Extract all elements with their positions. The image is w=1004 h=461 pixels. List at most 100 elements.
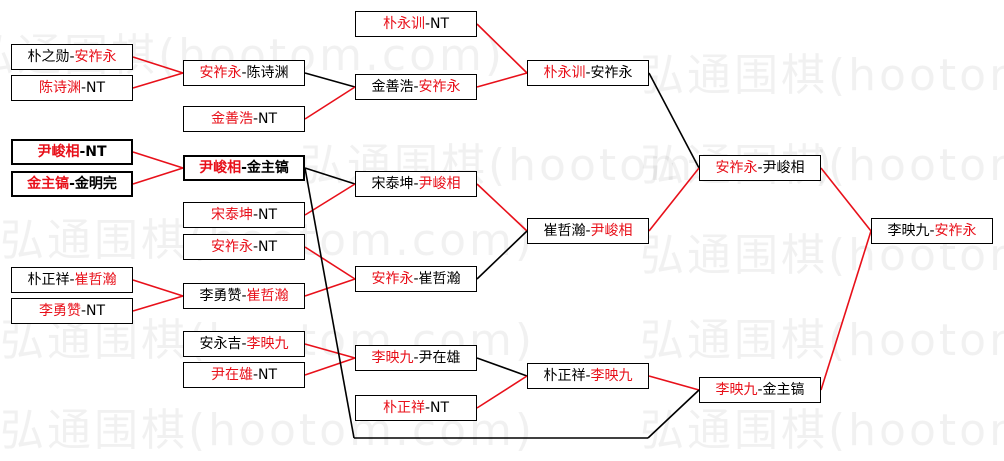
separator-dash: - [424,16,431,32]
match-box-r1a: 朴之勋-安祚永 [11,44,133,70]
player-name: 尹峻相 [37,144,80,160]
separator-dash: - [252,111,259,127]
player-name: 陈诗渊 [38,80,81,96]
player-name: 尹峻相 [418,176,461,192]
player-name: 金主镐 [27,176,70,192]
connector-r2h-r3e [304,357,356,376]
player-name: 朴正祥 [27,272,70,288]
player-name: 李映九 [590,368,633,384]
connector-rise-line [647,389,700,439]
player-name: 李映九 [887,223,930,239]
player-name: 李勇赞 [199,288,242,304]
player-name: NT [430,400,450,416]
player-name: 安永吉 [199,336,242,352]
separator-dash: - [241,65,247,81]
player-name: 安祚永 [199,65,242,81]
player-name: NT [86,303,106,319]
player-name: 崔哲瀚 [74,272,117,288]
player-name: 安祚永 [715,160,758,176]
player-name: 尹峻相 [590,223,633,239]
player-name: 安祚永 [934,223,977,239]
separator-dash: - [413,176,419,192]
connector-r2a-r3b [304,72,356,88]
separator-dash: - [80,303,87,319]
match-box-r5b: 李映九-金主镐 [699,377,821,403]
player-name: 安祚永 [210,239,253,255]
player-name: 安祚永 [590,65,633,81]
player-name: 金善浩 [371,79,414,95]
separator-dash: - [757,160,763,176]
connector-r2e-r3d [304,246,356,280]
separator-dash: - [69,272,75,288]
separator-dash: - [757,382,763,398]
connector-r1a-r2a [132,56,184,74]
match-box-r2d: 宋泰坤-NT [183,202,305,228]
match-box-final: 李映九-安祚永 [871,218,993,244]
match-box-r4b: 崔哲瀚-尹峻相 [527,218,649,244]
player-name: 朴永训 [543,65,586,81]
connector-r3e-r4c [476,357,528,377]
player-name: NT [430,16,450,32]
match-box-r3a: 朴永训-NT [355,11,477,37]
player-name: 朴正祥 [382,400,425,416]
player-name: 李勇赞 [38,303,81,319]
player-name: 安祚永 [74,49,117,65]
connector-r3c-r4b [476,183,528,232]
separator-dash: - [252,207,259,223]
player-name: 金明完 [74,176,117,192]
player-name: 朴正祥 [543,368,586,384]
match-box-r2c: 尹峻相-金主镐 [183,155,305,181]
match-box-r3d: 安祚永-崔哲瀚 [355,266,477,292]
match-box-r2g: 安永吉-李映九 [183,331,305,357]
connector-r2b-r3b [304,86,356,120]
player-name: 尹峻相 [762,160,805,176]
player-name: NT [258,207,278,223]
match-box-r2e: 安祚永-NT [183,234,305,260]
player-name: 安祚永 [371,271,414,287]
player-name: 李映九 [246,336,289,352]
player-name: 崔哲瀚 [246,288,289,304]
player-name: 金主镐 [762,382,805,398]
connector-r3d-r4b [476,230,528,280]
match-box-r1b: 陈诗渊-NT [11,75,133,101]
separator-dash: - [252,239,259,255]
player-name: NT [258,367,278,383]
match-box-r3f: 朴正祥-NT [355,395,477,421]
separator-dash: - [585,65,591,81]
separator-dash: - [241,160,247,176]
player-name: 崔哲瀚 [418,271,461,287]
player-name: NT [85,144,107,160]
separator-dash: - [241,336,247,352]
connector-r3a-r4a [476,23,528,74]
separator-dash: - [69,49,75,65]
separator-dash: - [413,79,419,95]
connector-drop-line [304,167,355,439]
player-name: 李映九 [371,350,414,366]
player-name: 尹在雄 [418,350,461,366]
player-name: NT [258,111,278,127]
separator-dash: - [252,367,259,383]
separator-dash: - [585,223,591,239]
separator-dash: - [585,368,591,384]
match-box-r1d: 金主镐-金明完 [11,171,133,197]
player-name: 朴永训 [382,16,425,32]
connector-r4a-r5a [648,72,700,169]
connector-r1f-r2f [132,295,184,312]
player-name: 李映九 [715,382,758,398]
separator-dash: - [241,288,247,304]
player-name: 尹在雄 [210,367,253,383]
player-name: 宋泰坤 [210,207,253,223]
player-name: 金主镐 [246,160,289,176]
connector-r5b-final [820,230,872,391]
match-box-r1f: 李勇赞-NT [11,298,133,324]
match-box-r5a: 安祚永-尹峻相 [699,155,821,181]
player-name: NT [258,239,278,255]
player-name: 朴之勋 [27,49,70,65]
connector-r1c-r2c [132,151,184,169]
match-box-r4a: 朴永训-安祚永 [527,60,649,86]
separator-dash: - [413,350,419,366]
separator-dash: - [424,400,431,416]
connector-r3b-r4a [476,72,528,88]
match-box-r2f: 李勇赞-崔哲瀚 [183,283,305,309]
